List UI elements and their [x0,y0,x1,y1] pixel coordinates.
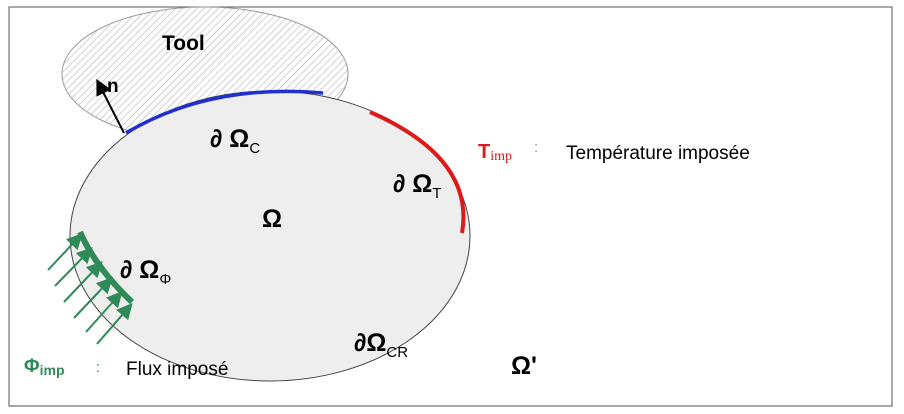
outside-domain-label: Ω' [511,352,537,380]
tool-label: Tool [162,32,205,55]
legend-flux-symbol: Φ [24,356,40,377]
legend-temperature: Timp : Température imposée [478,139,750,164]
normal-label: n [107,76,119,97]
svg-text:Timp: Timp [478,141,512,164]
cr-boundary-label: ∂ΩCR [354,329,408,361]
legend-flux-sub: imp [40,362,65,378]
normal-arrow [96,78,125,134]
temperature-boundary-label: ∂ ΩT [393,170,442,202]
legend-flux: Φimp : Flux imposé [24,356,228,380]
svg-text:Φimp: Φimp [24,356,65,378]
temperature-boundary [369,110,466,234]
flux-boundary-label: ∂ ΩΦ [120,256,171,288]
legend-temperature-text: Température imposée [566,143,750,164]
flux-arrows [47,233,133,345]
contact-boundary [125,89,324,135]
legend-temperature-sep: : [534,139,538,156]
legend-flux-sep: : [96,359,100,376]
legend-flux-text: Flux imposé [126,359,228,380]
domain-label: Ω [262,205,282,233]
legend-temperature-symbol: T [478,141,490,163]
legend-temperature-sub: imp [490,149,512,164]
contact-boundary-label: ∂ ΩC [210,125,260,157]
